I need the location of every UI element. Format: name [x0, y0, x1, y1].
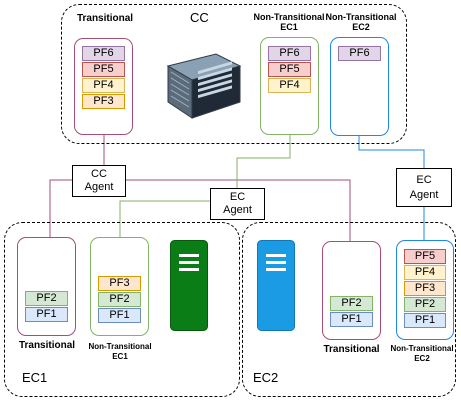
ec1-nt-ec1-label-line1: Non-Transitional [88, 342, 152, 351]
ec2-nt-ec2-label-line2: EC2 [414, 354, 430, 363]
pf3-block: PF3 [98, 276, 141, 291]
ec1-transitional-label: Transitional [18, 340, 76, 351]
ec1-label: EC1 [22, 370, 48, 385]
pf5-block: PF5 [82, 62, 125, 77]
ec-agent-down-link [119, 200, 210, 237]
pf1-block: PF1 [404, 313, 446, 328]
ec2-nt-ec2-label: Non-Transitional EC2 [382, 344, 461, 364]
pf6-block: PF6 [338, 46, 381, 61]
cc-agent-bus [49, 179, 351, 241]
ec-agent-up-link [236, 135, 291, 188]
pf2-block: PF2 [25, 291, 68, 306]
cc-region [61, 4, 407, 144]
pf1-block: PF1 [330, 312, 373, 327]
pf3-block: PF3 [82, 94, 125, 109]
rack-server-icon [166, 53, 242, 119]
ec2-label: EC2 [253, 370, 279, 385]
pf2-block: PF2 [404, 297, 446, 312]
cc-nt-ec2-label-line2: EC2 [352, 22, 370, 32]
pf2-block: PF2 [330, 296, 373, 311]
pf4-block: PF4 [82, 78, 125, 93]
ec-agent-right-line1: EC [416, 174, 432, 186]
ec-agent-right-line2: Agent [409, 189, 439, 201]
ec-agent-left-line1: EC [229, 191, 246, 203]
cc-nt-ec1-label-line1: Non-Transitional [253, 12, 325, 22]
cc-nt-ec1-label-line2: EC1 [280, 22, 298, 32]
cc-nt-ec1-label: Non-Transitional EC1 [244, 12, 334, 32]
ec-agent-left-line2: Agent [223, 204, 252, 216]
cc-nt-ec2-label: Non-Transitional EC2 [323, 12, 399, 32]
green-server-icon [170, 240, 208, 331]
pf3-block: PF3 [404, 281, 446, 296]
ec-agent-left-box: EC Agent [210, 188, 265, 220]
cc-agent-line2: Agent [84, 181, 114, 193]
blue-server-icon [257, 240, 295, 331]
pf4-block: PF4 [268, 78, 311, 93]
pf1-block: PF1 [25, 307, 68, 322]
ec2-transitional-label: Transitional [323, 344, 380, 355]
ec-agent-right-box: EC Agent [396, 168, 452, 207]
pf6-block: PF6 [268, 46, 311, 61]
cc-agent-box: CC Agent [72, 165, 126, 197]
ec1-nt-ec1-label: Non-Transitional EC1 [76, 342, 164, 362]
pf5-block: PF5 [404, 249, 446, 264]
pf1-block: PF1 [98, 308, 141, 323]
cc-agent-line1: CC [91, 168, 107, 180]
pf4-block: PF4 [404, 265, 446, 280]
cc-label: CC [190, 10, 209, 25]
ec1-nt-ec1-label-line2: EC1 [112, 352, 128, 361]
pf5-block: PF5 [268, 62, 311, 77]
cc-nt-ec2-label-line1: Non-Transitional [325, 12, 397, 22]
pf2-block: PF2 [98, 292, 141, 307]
ec1-region [4, 222, 240, 397]
cc-transitional-label: Transitional [76, 13, 134, 24]
ec2-nt-ec2-label-line1: Non-Transitional [390, 344, 454, 353]
ec2-region [242, 222, 456, 397]
pf6-block: PF6 [82, 46, 125, 61]
